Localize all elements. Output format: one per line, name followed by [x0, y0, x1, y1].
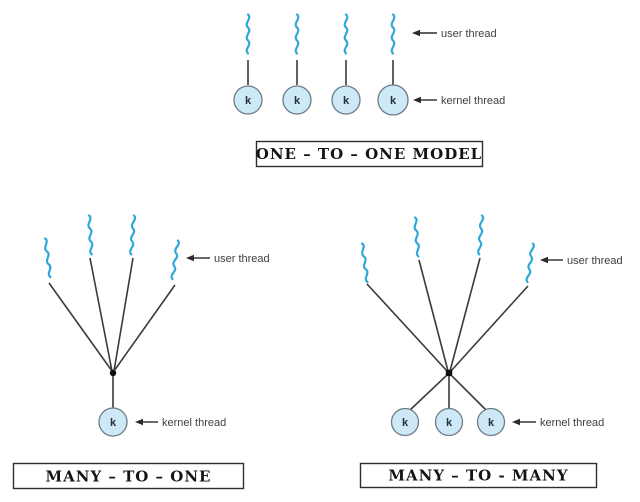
kernel-thread-circle	[434, 407, 464, 437]
many-to-one-model: k user thread kernel thread MANY – TO – …	[12, 214, 270, 490]
user-thread-squiggle	[525, 242, 536, 284]
user-thread-label: user thread	[214, 253, 270, 265]
kernel-thread-circle	[282, 85, 312, 115]
connector-line	[409, 375, 447, 411]
connector-line	[113, 284, 176, 372]
one-to-one-model: k k k k user thread kernel thread ONE – …	[233, 13, 505, 168]
user-thread-label: user thread	[441, 28, 497, 40]
connector-line	[113, 257, 134, 372]
kernel-thread-circle	[331, 85, 361, 115]
left-arrow-icon	[186, 254, 194, 262]
kernel-letter: k	[110, 417, 117, 429]
user-thread-squiggle	[476, 214, 485, 256]
many-to-many-model: k k k user thread kernel thread MANY – T…	[359, 214, 623, 489]
user-thread-label: user thread	[567, 255, 623, 267]
kernel-thread-circle	[98, 407, 128, 437]
user-thread-squiggle	[245, 13, 251, 55]
user-thread-squiggle	[359, 242, 370, 284]
kernel-thread-circle	[233, 85, 263, 115]
model-title: MANY – TO – ONE	[46, 468, 212, 486]
model-title: ONE – TO – ONE MODEL	[256, 145, 482, 163]
kernel-thread-circle	[377, 84, 409, 116]
kernel-thread-circle	[390, 407, 420, 437]
connector-line	[449, 257, 481, 372]
model-title: MANY – TO - MANY	[388, 467, 568, 485]
kernel-thread-label: kernel thread	[162, 417, 226, 429]
kernel-letter: k	[402, 417, 409, 429]
kernel-letter: k	[446, 417, 453, 429]
left-arrow-icon	[540, 256, 548, 264]
junction-dot	[445, 369, 453, 377]
user-thread-squiggle	[170, 239, 181, 281]
kernel-letter: k	[390, 95, 397, 107]
user-thread-squiggle	[412, 216, 421, 258]
user-thread-squiggle	[86, 214, 95, 256]
model-title-box	[12, 462, 245, 490]
model-title-box	[255, 140, 484, 168]
connector-line	[451, 375, 487, 411]
kernel-thread-circle	[476, 407, 506, 437]
kernel-letter: k	[245, 95, 252, 107]
kernel-thread-label: kernel thread	[540, 417, 604, 429]
connector-line	[418, 259, 449, 372]
left-arrow-icon	[512, 418, 520, 426]
user-thread-squiggle	[343, 13, 349, 55]
kernel-thread-label: kernel thread	[441, 95, 505, 107]
connector-line	[48, 282, 113, 372]
left-arrow-icon	[413, 96, 421, 104]
kernel-letter: k	[294, 95, 301, 107]
left-arrow-icon	[135, 418, 143, 426]
user-thread-squiggle	[390, 13, 396, 55]
kernel-letter: k	[343, 95, 350, 107]
model-title-box	[359, 462, 598, 489]
user-thread-squiggle	[42, 237, 53, 279]
connector-line	[450, 285, 529, 372]
junction-dot	[109, 369, 117, 377]
user-thread-squiggle	[294, 13, 300, 55]
kernel-letter: k	[488, 417, 495, 429]
connector-line	[366, 283, 448, 372]
connector-line	[89, 257, 113, 372]
left-arrow-icon	[412, 29, 420, 37]
user-thread-squiggle	[128, 214, 137, 256]
